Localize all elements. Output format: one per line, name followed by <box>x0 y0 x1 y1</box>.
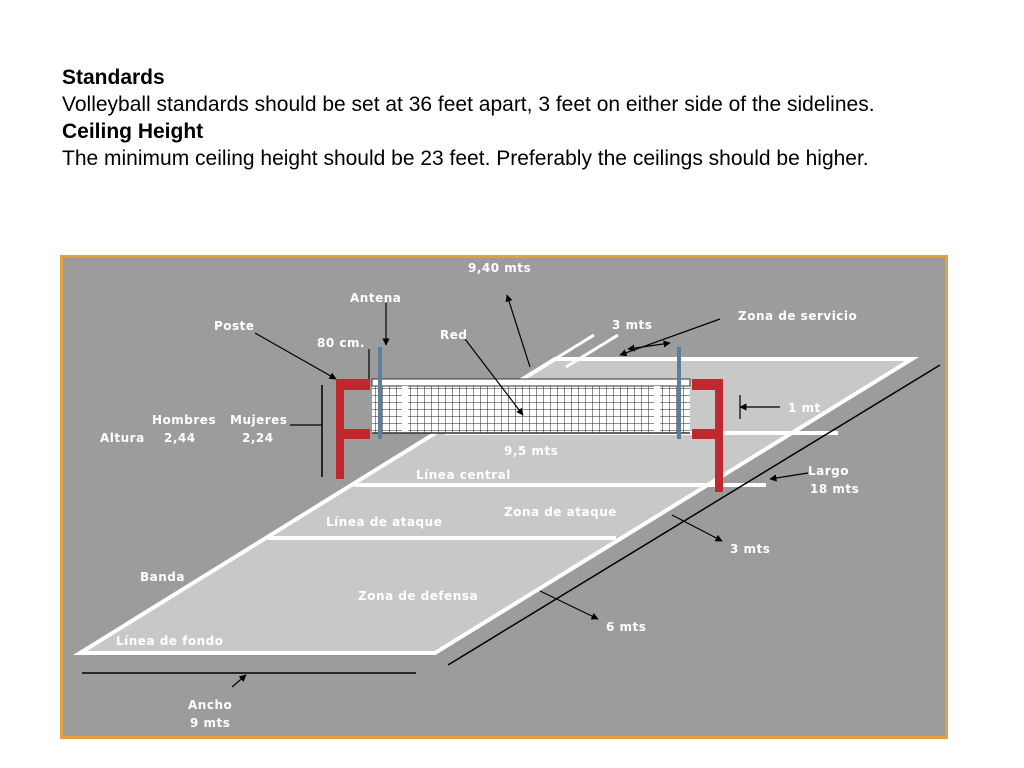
length-dimension-line <box>447 364 941 666</box>
label-defense-depth: 6 mts <box>606 620 646 634</box>
label-post: Poste <box>214 319 255 333</box>
label-length-value: 18 mts <box>810 482 859 496</box>
pointer-length <box>769 472 809 482</box>
pointer-service-zone <box>619 318 721 357</box>
label-attack-line: Línea de ataque <box>326 515 442 529</box>
label-women-height: 2,24 <box>242 431 274 445</box>
label-center-line: Línea central <box>416 468 511 482</box>
label-net-length: 9,5 mts <box>504 444 558 458</box>
net <box>371 378 691 434</box>
heading-standards: Standards <box>62 66 165 89</box>
antenna-left <box>378 347 382 439</box>
label-defense-zone: Zona de defensa <box>358 589 478 603</box>
label-one-meter: 1 mt <box>788 401 821 415</box>
label-length: Largo <box>808 464 849 478</box>
label-antenna: Antena <box>350 291 401 305</box>
label-men-height: 2,44 <box>164 431 196 445</box>
label-service-width: 3 mts <box>612 318 652 332</box>
label-end-line: Línea de fondo <box>116 634 223 648</box>
label-sideline: Banda <box>140 570 185 584</box>
post-left <box>336 379 370 479</box>
label-men: Hombres <box>152 413 216 427</box>
label-antenna-height: 80 cm. <box>317 336 365 350</box>
label-height: Altura <box>100 431 145 445</box>
slide-text: Standards Volleyball standards should be… <box>62 64 942 172</box>
pointer-width-total <box>505 294 531 368</box>
label-women: Mujeres <box>230 413 287 427</box>
label-service-zone: Zona de servicio <box>738 309 857 323</box>
label-width-value: 9 mts <box>190 716 230 730</box>
heading-ceiling-height: Ceiling Height <box>62 120 204 143</box>
label-width: Ancho <box>188 698 232 712</box>
label-attack-zone: Zona de ataque <box>504 505 617 519</box>
pointer-defense-depth <box>539 590 599 620</box>
text-standards: Volleyball standards should be set at 36… <box>62 93 875 116</box>
service-mark-right <box>565 333 619 369</box>
pointer-net <box>464 338 524 416</box>
volleyball-court-diagram: 9,40 mts Antena Poste 80 cm. Red 3 mts Z… <box>60 255 948 739</box>
antenna-right <box>677 347 681 439</box>
text-ceiling-height: The minimum ceiling height should be 23 … <box>62 147 869 170</box>
label-attack-depth: 3 mts <box>730 542 770 556</box>
service-mark-left <box>541 333 595 369</box>
pointer-width <box>231 674 247 688</box>
pointer-post <box>254 332 337 380</box>
pointer-attack-depth <box>671 514 723 542</box>
post-right <box>692 379 723 492</box>
label-net: Red <box>440 328 467 342</box>
pointer-service-width <box>627 340 671 352</box>
label-width-total: 9,40 mts <box>468 261 531 275</box>
court-outline <box>72 357 920 655</box>
